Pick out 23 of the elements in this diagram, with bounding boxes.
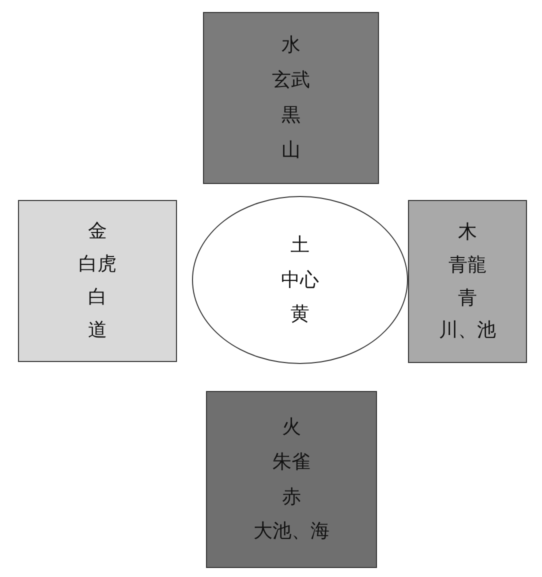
node-label: 赤 bbox=[282, 486, 301, 508]
node-label: 白 bbox=[88, 286, 107, 309]
node-label: 朱雀 bbox=[272, 450, 310, 474]
node-label: 火 bbox=[282, 416, 301, 439]
element-box bbox=[408, 200, 527, 363]
node-label: 中心 bbox=[281, 268, 319, 292]
node-label: 道 bbox=[88, 318, 107, 342]
node-label: 青龍 bbox=[448, 254, 486, 276]
node-label: 玄武 bbox=[272, 69, 310, 92]
element-box bbox=[18, 200, 177, 362]
node-label: 川、池 bbox=[439, 319, 496, 342]
node-label: 金 bbox=[88, 220, 107, 244]
node-label: 土 bbox=[290, 234, 310, 257]
element-box bbox=[203, 12, 379, 184]
element-box bbox=[206, 391, 377, 568]
node-label: 大池、海 bbox=[254, 520, 330, 544]
node-label: 白虎 bbox=[78, 253, 116, 276]
node-label: 黄 bbox=[290, 303, 310, 326]
node-label: 青 bbox=[458, 286, 477, 310]
node-label: 木 bbox=[458, 220, 477, 244]
node-label: 山 bbox=[282, 138, 300, 162]
node-label: 黒 bbox=[282, 104, 300, 127]
node-label: 水 bbox=[282, 34, 300, 58]
